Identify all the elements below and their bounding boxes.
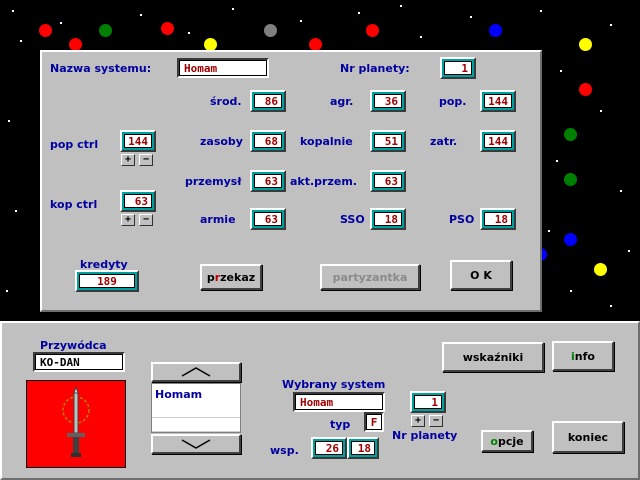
planet-no-plus-button[interactable]: + [411, 415, 425, 427]
planet-dot [264, 24, 277, 37]
kop-ctrl-minus-button[interactable]: − [139, 214, 153, 226]
leader-label: Przywódca [40, 339, 107, 352]
pop-label: pop. [439, 95, 467, 108]
selected-planet-no-label: Nr planety [392, 429, 458, 442]
planet-dot [161, 22, 174, 35]
zatr-field: 144 [480, 130, 516, 152]
info-hotkey: i [571, 349, 575, 363]
planet-dot [366, 24, 379, 37]
kopalnie-field: 51 [370, 130, 406, 152]
list-row-separator [152, 418, 240, 432]
zatr-label: zatr. [430, 135, 458, 148]
ok-button[interactable]: O K [450, 260, 512, 290]
planet-dot [309, 38, 322, 51]
planet-dot [594, 263, 607, 276]
leader-flag [26, 380, 126, 468]
przemysl-label: przemysł [185, 175, 242, 188]
transfer-hotkey: r [214, 270, 221, 284]
selected-planet-no-field: 1 [410, 391, 446, 413]
pso-label: PSO [449, 213, 475, 226]
coords-label: wsp. [270, 444, 299, 457]
przemysl-field: 63 [250, 170, 286, 192]
srod-label: środ. [210, 95, 242, 108]
pop-ctrl-label: pop ctrl [50, 138, 99, 151]
planet-dot [39, 24, 52, 37]
planet-dot [579, 83, 592, 96]
planet-dot [204, 38, 217, 51]
transfer-label-prefix: p [206, 270, 215, 284]
agr-field: 36 [370, 90, 406, 112]
pop-field: 144 [480, 90, 516, 112]
pop-ctrl-minus-button[interactable]: − [139, 154, 153, 166]
akt-przem-label: akt.przem. [290, 175, 357, 188]
planet-dot [564, 233, 577, 246]
pso-field: 18 [480, 208, 516, 230]
pop-ctrl-plus-button[interactable]: + [121, 154, 135, 166]
armie-label: armie [200, 213, 236, 226]
planet-no-label: Nr planety: [340, 62, 410, 75]
armie-field: 63 [250, 208, 286, 230]
systems-list: Homam [151, 383, 241, 433]
options-hotkey: o [490, 434, 498, 448]
transfer-label-rest: zekaz [220, 270, 256, 284]
triangle-down-icon [181, 439, 211, 449]
selected-system-label: Wybrany system [282, 378, 386, 391]
planet-dot [579, 38, 592, 51]
options-label-rest: pcje [497, 434, 524, 448]
zasoby-field: 68 [250, 130, 286, 152]
sso-label: SSO [340, 213, 365, 226]
leader-name-field: KO-DAN [33, 352, 125, 372]
partisan-button[interactable]: partyzantka [320, 264, 420, 290]
list-scroll-down-button[interactable] [151, 434, 241, 454]
list-row-separator [152, 404, 240, 418]
coord-x-field: 26 [311, 437, 347, 459]
system-name-label: Nazwa systemu: [50, 62, 152, 75]
end-button[interactable]: koniec [552, 421, 624, 453]
agr-label: agr. [330, 95, 354, 108]
triangle-up-icon [181, 367, 211, 377]
zasoby-label: zasoby [200, 135, 243, 148]
kop-ctrl-plus-button[interactable]: + [121, 214, 135, 226]
planet-dot [564, 173, 577, 186]
sso-field: 18 [370, 208, 406, 230]
srod-field: 86 [250, 90, 286, 112]
planet-no-minus-button[interactable]: − [429, 415, 443, 427]
kop-ctrl-field: 63 [120, 190, 156, 212]
list-scroll-up-button[interactable] [151, 362, 241, 382]
kop-ctrl-label: kop ctrl [50, 198, 98, 211]
planet-dot [99, 24, 112, 37]
list-item[interactable]: Homam [155, 388, 203, 401]
sword-icon [62, 385, 90, 457]
planet-dot [489, 24, 502, 37]
selected-system-field: Homam [293, 392, 385, 412]
pop-ctrl-field: 144 [120, 130, 156, 152]
coord-y-field: 18 [347, 437, 379, 459]
planet-dot [69, 38, 82, 51]
akt-przem-field: 63 [370, 170, 406, 192]
type-field: F [364, 412, 384, 432]
type-label: typ [330, 418, 351, 431]
info-label-rest: nfo [574, 349, 595, 363]
planet-no-field: 1 [440, 57, 476, 79]
kopalnie-label: kopalnie [300, 135, 353, 148]
credits-label: kredyty [80, 258, 128, 271]
system-name-field[interactable]: Homam [177, 58, 269, 78]
indicators-button[interactable]: wskaźniki [442, 342, 544, 372]
credits-field: 189 [75, 270, 139, 292]
planet-dot [564, 128, 577, 141]
